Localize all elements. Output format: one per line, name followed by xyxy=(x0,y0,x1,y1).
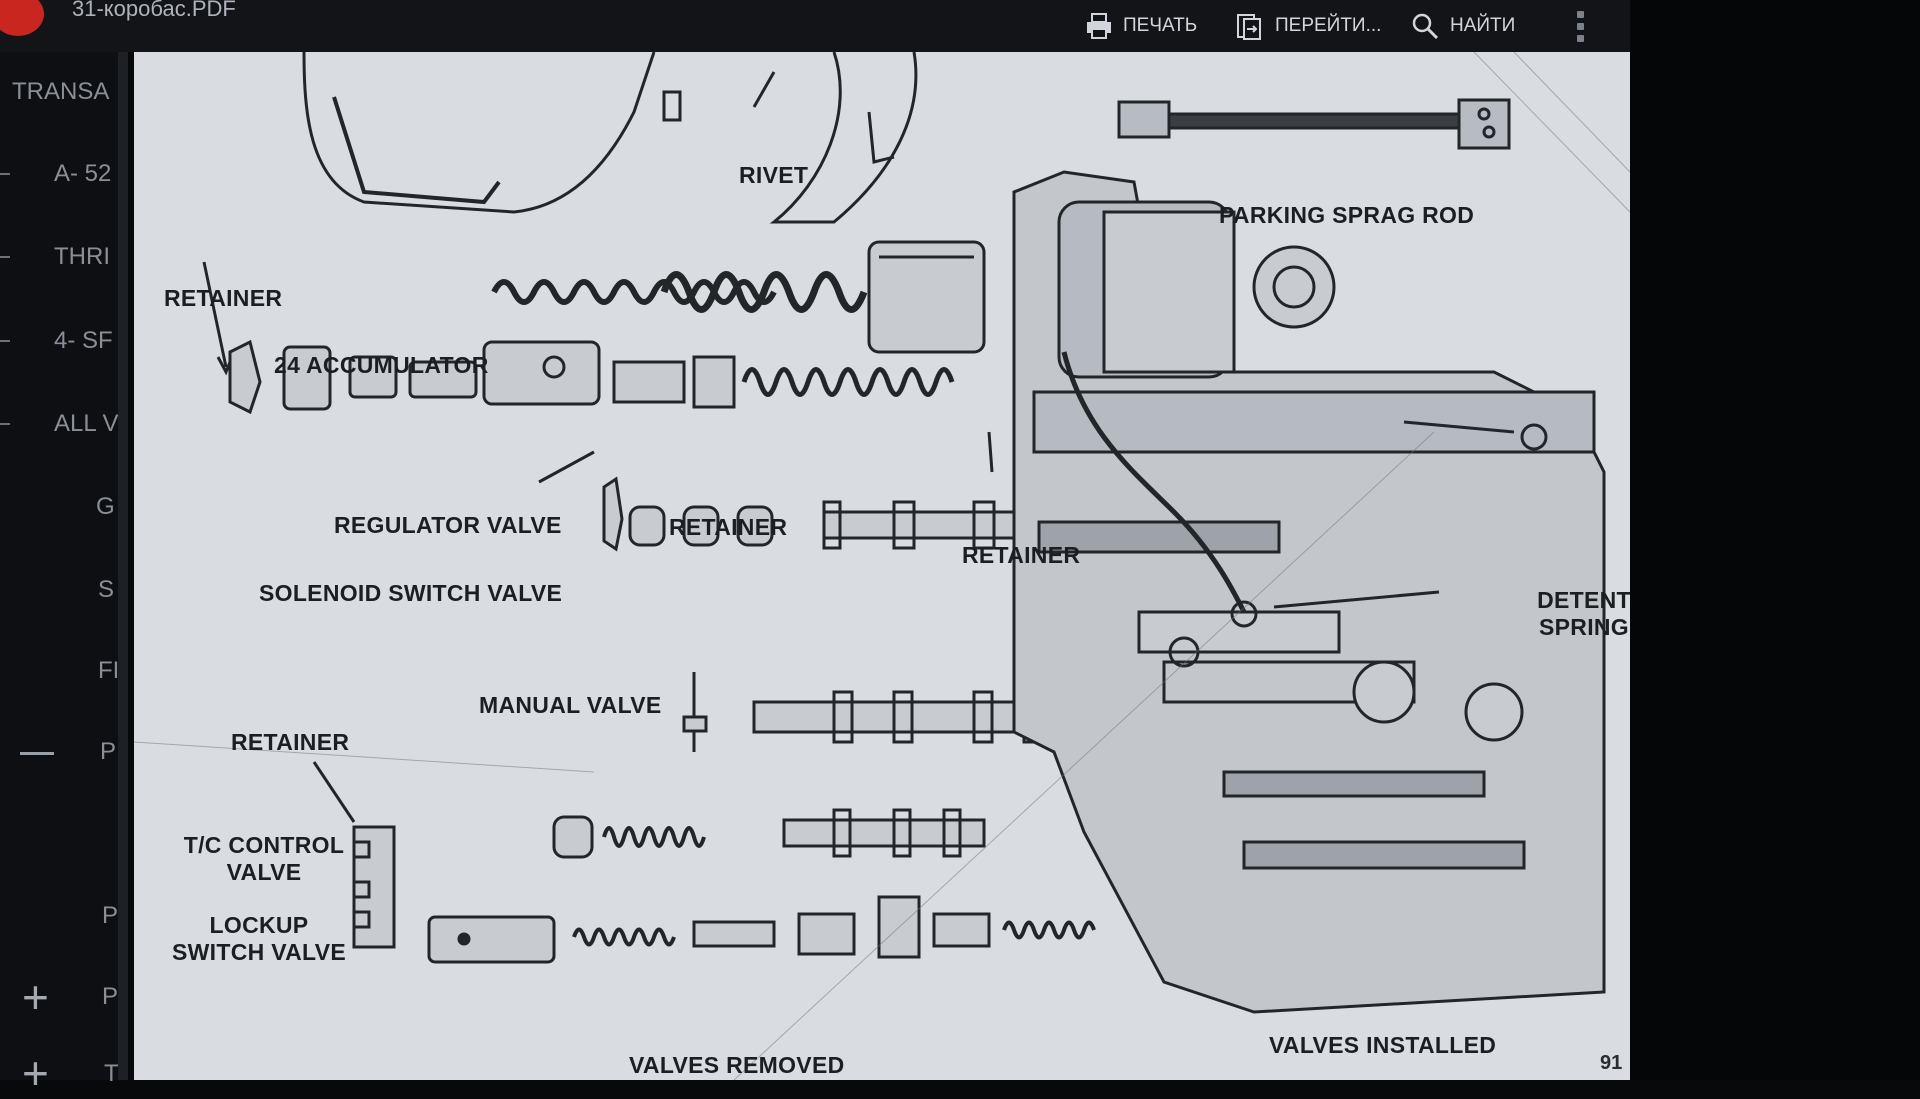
top-toolbar: 31-коробас.PDF ПЕЧАТЬ ПЕРЕЙТИ... НАЙТИ xyxy=(0,0,1640,52)
label-detent-spring: DETENT SPRING xyxy=(1519,587,1630,641)
bookmark-item[interactable]: THRI xyxy=(54,243,110,270)
kebab-dot-icon xyxy=(1576,10,1584,18)
sidebar-splitter[interactable] xyxy=(118,52,128,1080)
label-detent: DETENT xyxy=(1537,587,1630,613)
tree-dash xyxy=(0,173,10,175)
tree-dash xyxy=(0,340,10,342)
label-spring: SPRING xyxy=(1539,614,1629,640)
label-tc-valve: VALVE xyxy=(226,859,302,885)
label-manual-valve: MANUAL VALVE xyxy=(479,692,662,718)
search-icon xyxy=(1412,13,1439,40)
goto-label: ПЕРЕЙТИ... xyxy=(1275,15,1382,36)
pdf-page[interactable]: RIVET PARKING SPRAG ROD RETAINER 24 ACCU… xyxy=(134,52,1630,1080)
bookmarks-sidebar xyxy=(0,52,128,1080)
page-number: 91 xyxy=(1600,1052,1623,1074)
label-solenoid-switch-valve: SOLENOID SWITCH VALVE xyxy=(259,580,563,606)
bookmark-item[interactable]: P xyxy=(102,902,118,929)
label-rivet: RIVET xyxy=(739,162,809,188)
document-title: 31-коробас.PDF xyxy=(72,0,236,21)
bookmark-item[interactable]: 4- SF xyxy=(54,327,113,354)
label-tc-control-valve: T/C CONTROL VALVE xyxy=(174,832,354,886)
kebab-dot-icon xyxy=(1576,34,1584,42)
tree-dash xyxy=(0,256,10,258)
print-label: ПЕЧАТЬ xyxy=(1123,15,1198,36)
collapse-icon[interactable] xyxy=(20,752,54,755)
bookmark-item[interactable]: A- 52 xyxy=(54,160,112,187)
more-menu-button[interactable] xyxy=(1570,8,1590,44)
bookmark-item[interactable]: S xyxy=(98,576,115,603)
bookmark-item[interactable]: G xyxy=(96,493,115,520)
bookmark-item[interactable]: T xyxy=(104,1060,118,1087)
label-valves-removed: VALVES REMOVED xyxy=(629,1052,845,1078)
label-accumulator: 24 ACCUMULATOR xyxy=(274,352,489,378)
bookmark-item[interactable]: ALL V xyxy=(54,410,118,437)
bookmark-item[interactable]: P xyxy=(102,983,118,1010)
pdf-app-icon[interactable] xyxy=(0,0,44,36)
label-lockup: LOCKUP xyxy=(209,912,309,938)
goto-button[interactable]: ПЕРЕЙТИ... xyxy=(1235,8,1381,44)
label-retainer: RETAINER xyxy=(164,285,283,311)
tree-dash xyxy=(0,423,10,425)
goto-page-icon xyxy=(1237,14,1261,40)
kebab-dot-icon xyxy=(1576,22,1584,30)
label-retainer: RETAINER xyxy=(669,514,788,540)
label-switch-valve: SWITCH VALVE xyxy=(172,939,346,965)
expand-icon[interactable]: + xyxy=(22,1047,49,1099)
bookmark-item[interactable]: TRANSA xyxy=(12,78,110,105)
expand-icon[interactable]: + xyxy=(22,971,49,1023)
print-button[interactable]: ПЕЧАТЬ xyxy=(1085,8,1197,44)
label-regulator-valve: REGULATOR VALVE xyxy=(334,512,562,538)
find-label: НАЙТИ xyxy=(1450,15,1516,36)
find-button[interactable]: НАЙТИ xyxy=(1410,8,1515,44)
label-parking-sprag-rod: PARKING SPRAG ROD xyxy=(1219,202,1475,228)
valve-body-diagram xyxy=(134,52,1630,1080)
label-retainer: RETAINER xyxy=(231,729,350,755)
label-tc-control: T/C CONTROL xyxy=(183,832,345,858)
label-lockup-switch-valve: LOCKUP SWITCH VALVE xyxy=(159,912,359,966)
printer-icon xyxy=(1087,13,1111,39)
bookmark-item[interactable]: P xyxy=(100,738,117,765)
label-retainer: RETAINER xyxy=(962,542,1081,568)
label-valves-installed: VALVES INSTALLED xyxy=(1269,1032,1497,1058)
window-background xyxy=(1630,0,1920,1080)
bookmark-item[interactable]: FI xyxy=(98,657,118,684)
